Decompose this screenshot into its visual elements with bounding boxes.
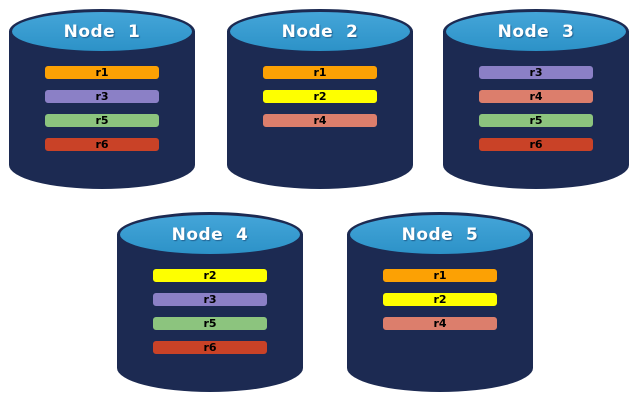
replica-list: r2 r3 r5 r6 (117, 268, 303, 355)
node-title: Node 2 (281, 21, 359, 42)
cylinder-body (9, 31, 195, 189)
row-r3: r3 (152, 292, 268, 307)
row-r4: r4 (262, 113, 378, 128)
cylinder-top: Node 5 (347, 212, 533, 257)
row-r1: r1 (44, 65, 160, 80)
row-r6: r6 (152, 340, 268, 355)
row-r1: r1 (382, 268, 498, 283)
row-r1: r1 (262, 65, 378, 80)
row-r6: r6 (478, 137, 594, 152)
row-r5: r5 (44, 113, 160, 128)
replica-list: r1 r2 r4 (227, 65, 413, 128)
row-r6: r6 (44, 137, 160, 152)
cylinder-top: Node 4 (117, 212, 303, 257)
row-r4: r4 (478, 89, 594, 104)
cylinder-body (347, 234, 533, 392)
cylinder-body (227, 31, 413, 189)
database-node-5: Node 5 r1 r2 r4 (347, 212, 533, 392)
node-title: Node 5 (401, 224, 479, 245)
database-node-4: Node 4 r2 r3 r5 r6 (117, 212, 303, 392)
database-node-1: Node 1 r1 r3 r5 r6 (9, 9, 195, 189)
database-node-2: Node 2 r1 r2 r4 (227, 9, 413, 189)
row-r5: r5 (478, 113, 594, 128)
row-r3: r3 (44, 89, 160, 104)
node-title: Node 4 (171, 224, 249, 245)
replica-list: r1 r3 r5 r6 (9, 65, 195, 152)
replica-list: r3 r4 r5 r6 (443, 65, 629, 152)
row-r2: r2 (152, 268, 268, 283)
cylinder-top: Node 3 (443, 9, 629, 54)
node-title: Node 1 (63, 21, 141, 42)
cylinder-top: Node 2 (227, 9, 413, 54)
row-r5: r5 (152, 316, 268, 331)
cylinder-body (117, 234, 303, 392)
cylinder-body (443, 31, 629, 189)
row-r2: r2 (382, 292, 498, 307)
database-node-3: Node 3 r3 r4 r5 r6 (443, 9, 629, 189)
row-r3: r3 (478, 65, 594, 80)
node-title: Node 3 (497, 21, 575, 42)
cylinder-top: Node 1 (9, 9, 195, 54)
row-r2: r2 (262, 89, 378, 104)
row-r4: r4 (382, 316, 498, 331)
replica-list: r1 r2 r4 (347, 268, 533, 331)
